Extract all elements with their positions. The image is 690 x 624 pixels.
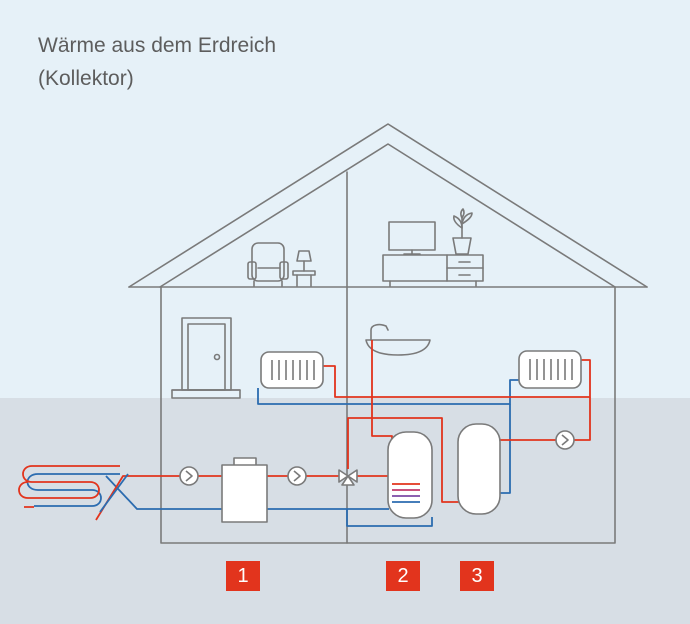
pump-icon-3 — [555, 430, 575, 450]
house-outline — [160, 286, 616, 544]
roof — [128, 123, 648, 288]
diagram-title: Wärme aus dem Erdreich (Kollektor) — [38, 29, 276, 95]
tv-icon — [388, 221, 436, 255]
return-pipes — [26, 379, 519, 527]
heat-pump-unit — [221, 457, 268, 523]
pump-icon-2 — [287, 466, 307, 486]
marker-2: 2 — [386, 561, 420, 591]
hot-water-tank — [387, 431, 433, 519]
three-way-valve-icon — [338, 469, 358, 486]
ground-background — [0, 398, 690, 624]
armchair-icon — [247, 242, 289, 287]
buffer-tank — [457, 423, 501, 515]
sky-background — [0, 0, 690, 398]
sideboard-icon — [382, 254, 484, 287]
lamp-icon — [292, 250, 316, 287]
marker-3: 3 — [460, 561, 494, 591]
door-icon — [171, 317, 241, 399]
title-line-1: Wärme aus dem Erdreich — [38, 34, 277, 57]
plant-icon — [452, 208, 473, 255]
sink-icon — [365, 323, 431, 356]
title-line-2: (Kollektor) — [38, 67, 134, 90]
pump-icon-1 — [179, 466, 199, 486]
radiator-right — [518, 350, 582, 389]
radiator-left — [260, 351, 324, 389]
marker-1: 1 — [226, 561, 260, 591]
